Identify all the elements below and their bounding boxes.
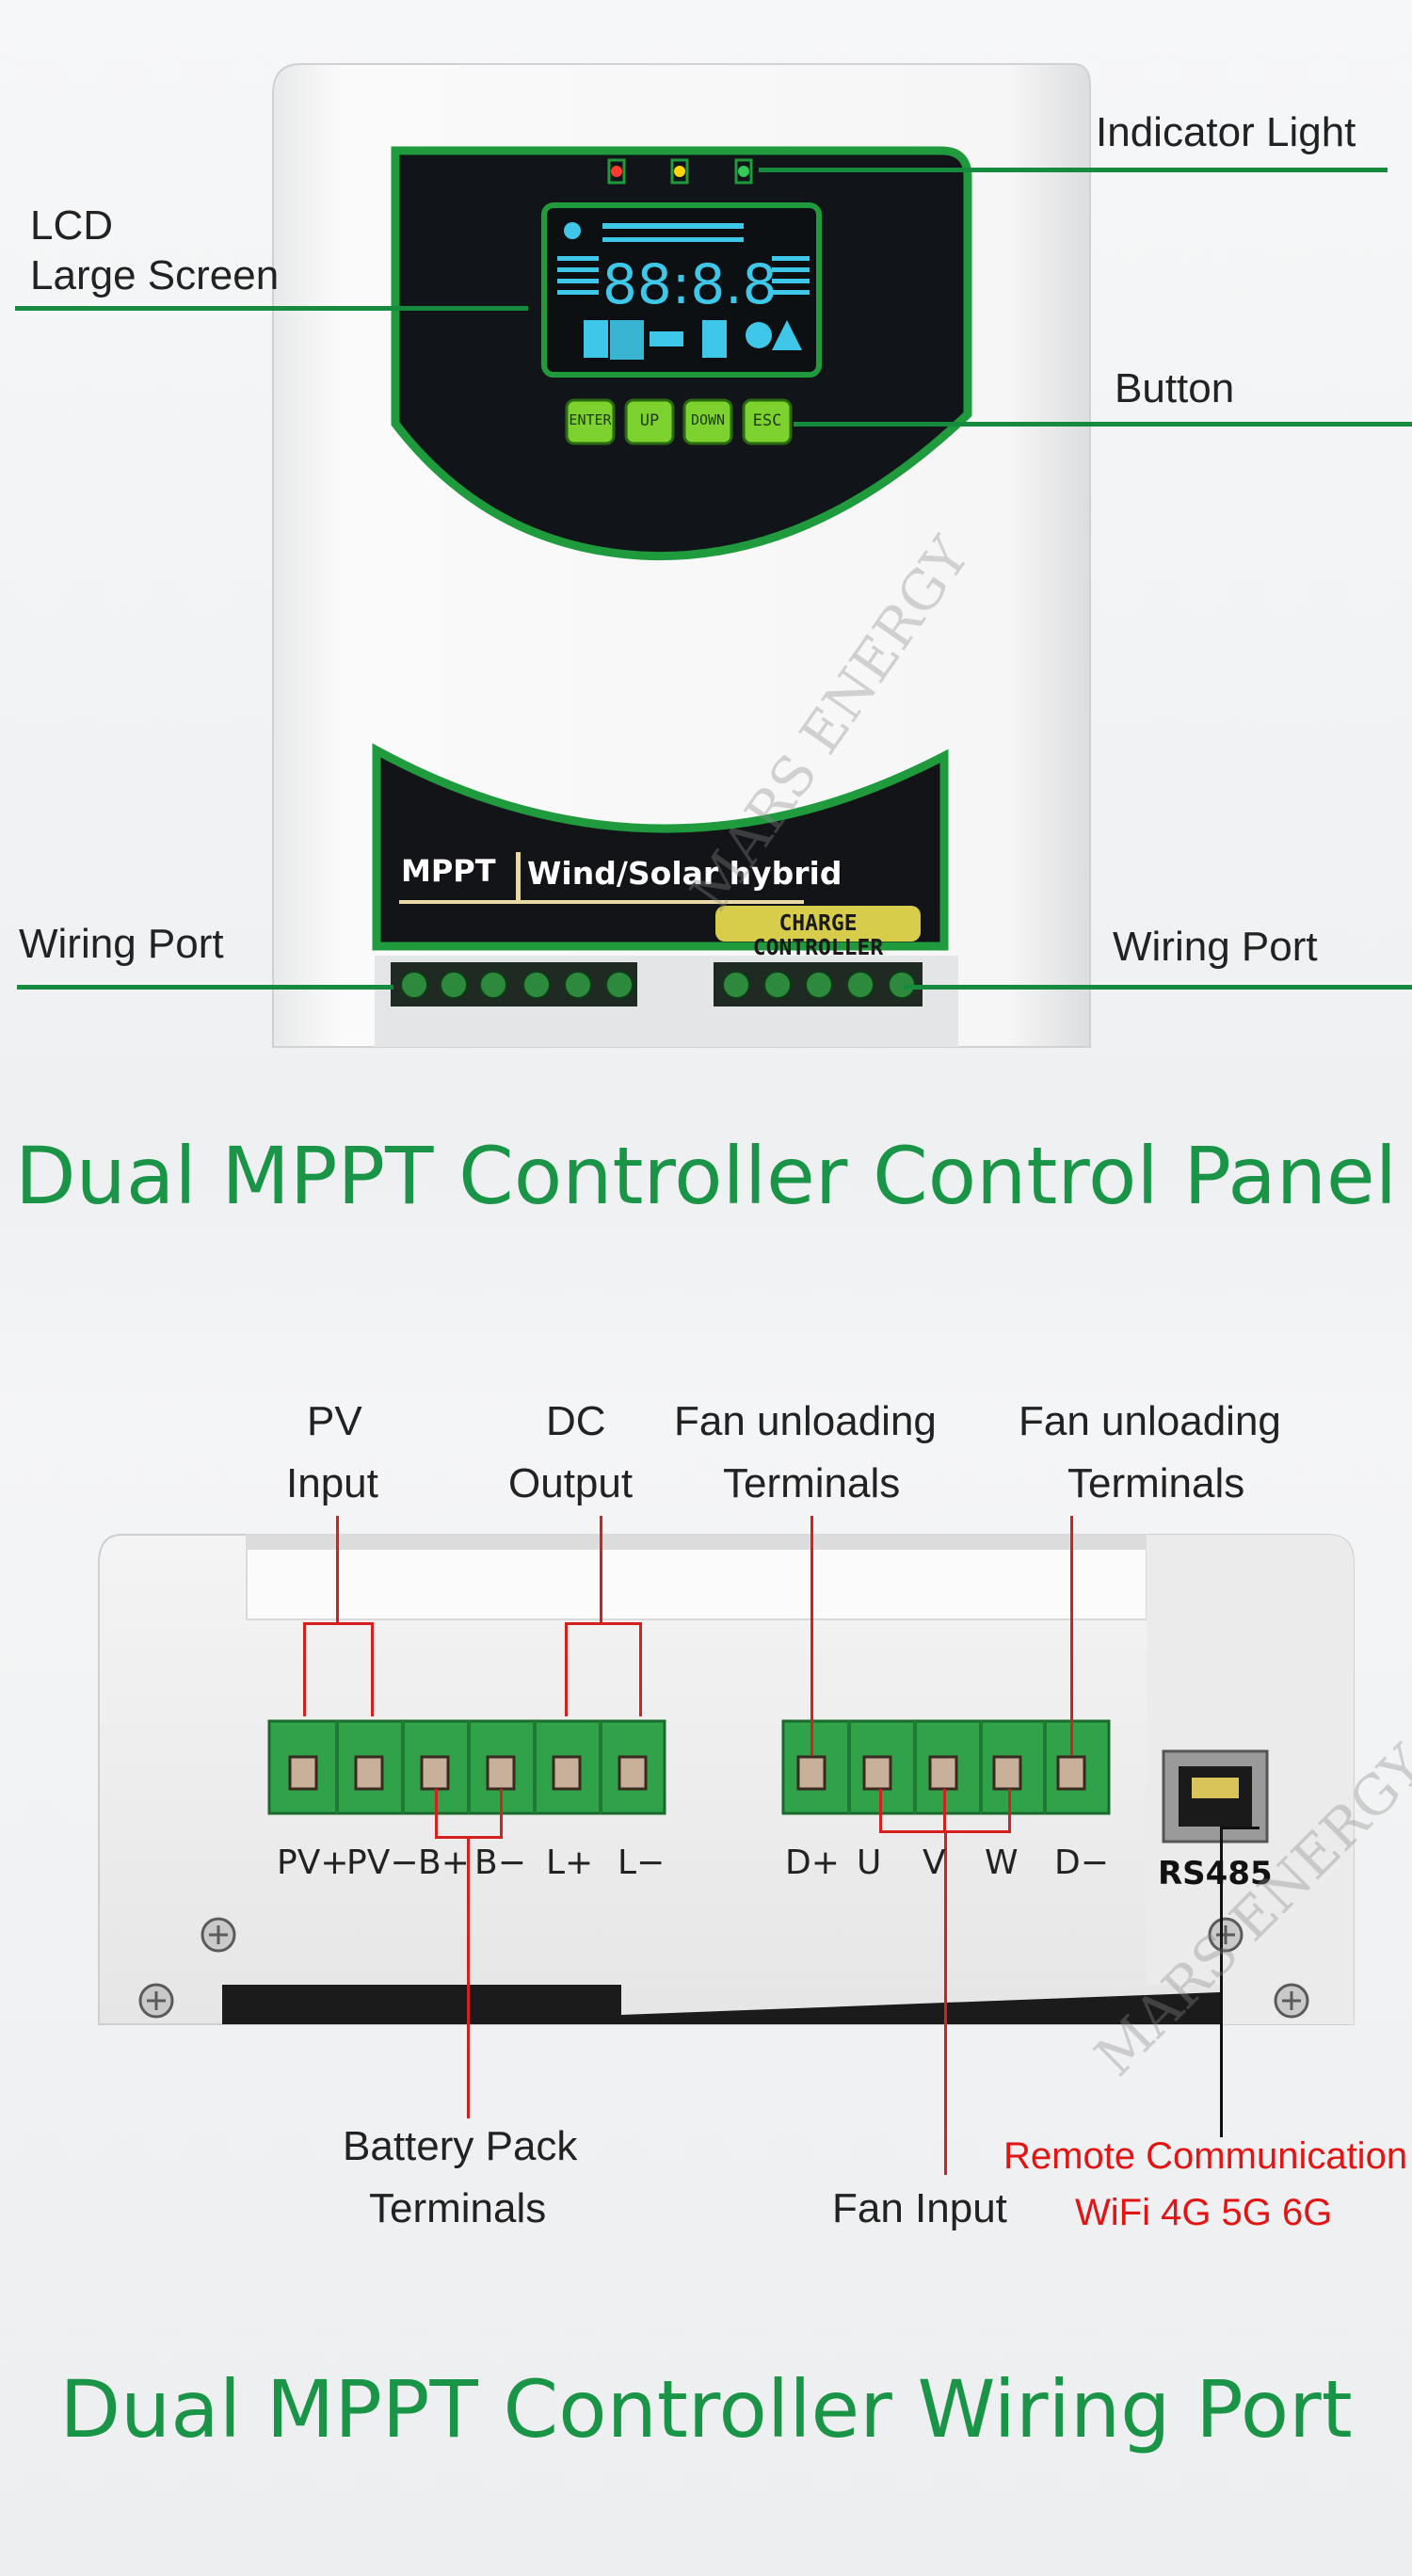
fan-input-callout-line (944, 1830, 947, 2175)
wiring-port-left-label: Wiring Port (19, 921, 224, 967)
terminal-label-w: W (985, 1843, 1019, 1882)
button-label: Button (1115, 365, 1235, 411)
battery-bracket-left (435, 1789, 438, 1839)
fan-input-bracket-mid (943, 1789, 946, 1833)
down-button[interactable]: DOWN (690, 411, 726, 428)
terminal-label-l-plus: L+ (546, 1843, 594, 1882)
rs485-callout-hook (1220, 1827, 1260, 1829)
dc-output-callout-line (600, 1516, 602, 1625)
dc-bracket (565, 1622, 642, 1625)
fan-unloading-2-callout-line (1070, 1516, 1073, 1756)
battery-pack-label-line2: Terminals (369, 2185, 547, 2231)
battery-pack-label-line1: Battery Pack (343, 2123, 578, 2169)
dc-output-label-line1: DC (546, 1398, 606, 1444)
wiring-port-title: Dual MPPT Controller Wiring Port (59, 2363, 1353, 2455)
fan-unloading-2-label-line2: Terminals (1067, 1460, 1245, 1506)
pv-input-callout-line (336, 1516, 339, 1625)
charge-controller-badge: CHARGE CONTROLLER (752, 911, 884, 960)
fan-input-label: Fan Input (832, 2185, 1007, 2231)
indicator-callout-line (759, 168, 1388, 172)
fan-unloading-1-callout-line (810, 1516, 813, 1756)
terminal-label-l-minus: L− (618, 1843, 666, 1882)
button-callout-line (794, 422, 1412, 427)
pv-bracket-left (303, 1622, 306, 1716)
indicator-light-label: Indicator Light (1096, 109, 1356, 155)
enter-button[interactable]: ENTER (569, 411, 612, 428)
terminal-label-d-minus: D− (1054, 1843, 1109, 1882)
lcd-label-line2: Large Screen (30, 252, 280, 298)
fan-unloading-1-label-line1: Fan unloading (674, 1398, 937, 1444)
battery-bracket-right (500, 1789, 503, 1839)
esc-button[interactable]: ESC (752, 411, 782, 430)
fan-input-bracket-left (879, 1789, 882, 1833)
wiring-port-section: PV Input DC Output Fan unloading Termina… (0, 1262, 1412, 2576)
terminal-label-pv-minus: PV− (346, 1843, 419, 1882)
pv-input-label-line2: Input (286, 1460, 378, 1506)
wiring-right-callout-line (904, 985, 1412, 990)
control-panel-section: 88:8.8 ENTER UP DOWN ESC MPPT Wind/Solar… (0, 0, 1412, 1262)
terminal-label-b-plus: B+ (418, 1843, 470, 1882)
up-button[interactable]: UP (639, 411, 660, 430)
mppt-badge: MPPT (401, 853, 496, 889)
pv-bracket (303, 1622, 374, 1625)
pv-bracket-right (371, 1622, 374, 1716)
fan-unloading-1-label-line2: Terminals (723, 1460, 901, 1506)
button-row (565, 398, 793, 445)
lcd-readout: 88:8.8 (602, 252, 778, 316)
control-panel-title: Dual MPPT Controller Control Panel (14, 1130, 1398, 1222)
terminal-label-u: U (857, 1843, 882, 1882)
terminal-label-v: V (923, 1843, 946, 1882)
dc-bracket-left (565, 1622, 568, 1716)
lcd-callout-line (15, 306, 528, 311)
rs485-callout-line (1220, 1827, 1223, 2137)
pv-input-label-line1: PV (307, 1398, 362, 1444)
lcd-label-line1: LCD (30, 202, 114, 249)
wiring-left-callout-line (17, 985, 393, 990)
terminal-label-pv-plus: PV+ (277, 1843, 349, 1882)
wifi-label: WiFi 4G 5G 6G (1075, 2192, 1333, 2233)
dc-bracket-right (639, 1622, 642, 1716)
fan-unloading-2-label-line1: Fan unloading (1019, 1398, 1281, 1444)
controller-bottom-illustration (98, 1534, 1355, 2025)
battery-callout-line (467, 1836, 470, 2118)
remote-communication-label: Remote Communication (1003, 2135, 1408, 2177)
product-name: Wind/Solar hybrid (527, 855, 842, 892)
terminal-label-b-minus: B− (474, 1843, 526, 1882)
terminal-label-d-plus: D+ (785, 1843, 840, 1882)
rs485-label: RS485 (1158, 1855, 1273, 1892)
wiring-port-right-label: Wiring Port (1113, 924, 1318, 970)
dc-output-label-line2: Output (508, 1460, 634, 1506)
fan-input-bracket-right (1008, 1789, 1011, 1833)
